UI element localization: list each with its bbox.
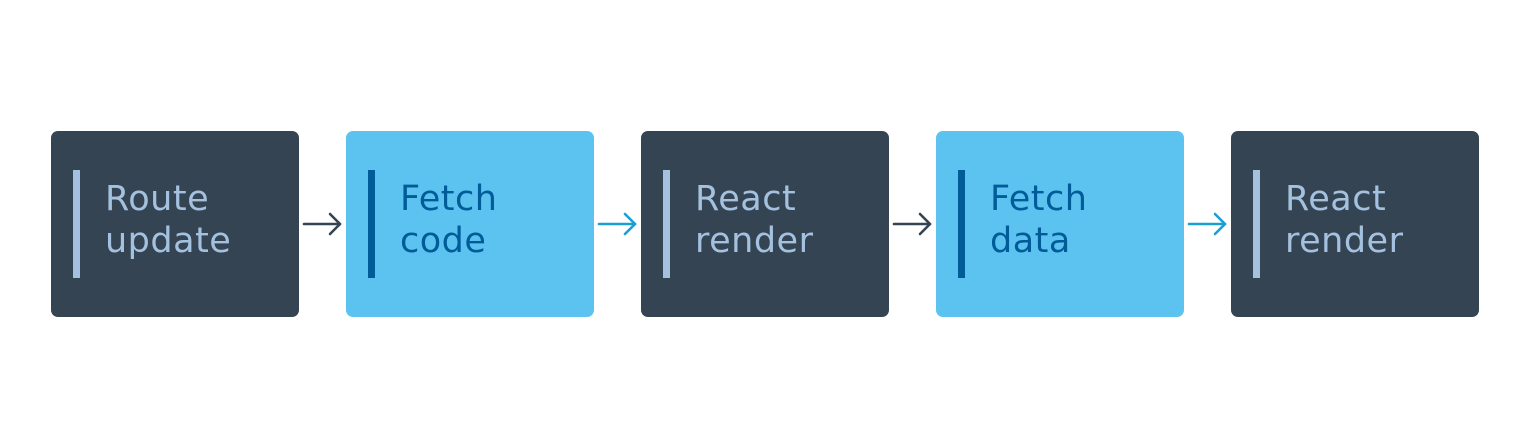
step-accent-bar xyxy=(73,170,80,278)
arrow-right-icon xyxy=(597,212,637,236)
arrow-right-icon xyxy=(1187,212,1227,236)
step-fetch-data: Fetch data xyxy=(936,131,1184,317)
step-label: React render xyxy=(1285,178,1403,262)
step-accent-bar xyxy=(1253,170,1260,278)
step-label: Route update xyxy=(105,178,231,262)
arrow-right-icon xyxy=(892,212,932,236)
step-label-line-1: Fetch xyxy=(990,179,1088,219)
step-label-line-1: React xyxy=(695,179,797,219)
step-label-line-2: render xyxy=(695,221,814,261)
step-label-line-2: render xyxy=(1285,221,1404,261)
step-react-render-final: React render xyxy=(1231,131,1479,317)
step-label-line-2: data xyxy=(990,221,1071,261)
arrow-stroke xyxy=(597,212,637,236)
step-route-update: Route update xyxy=(51,131,299,317)
step-fetch-code: Fetch code xyxy=(346,131,594,317)
arrow-right-icon xyxy=(302,212,342,236)
step-label: Fetch code xyxy=(400,178,497,262)
step-label-line-2: code xyxy=(400,221,487,261)
step-label: Fetch data xyxy=(990,178,1087,262)
step-accent-bar xyxy=(958,170,965,278)
step-label-line-2: update xyxy=(105,221,232,261)
step-react-render: React render xyxy=(641,131,889,317)
arrow-stroke xyxy=(1187,212,1227,236)
step-label-line-1: Route xyxy=(105,179,210,219)
step-label: React render xyxy=(695,178,813,262)
step-accent-bar xyxy=(663,170,670,278)
step-label-line-1: React xyxy=(1285,179,1387,219)
arrow-stroke xyxy=(892,212,932,236)
step-accent-bar xyxy=(368,170,375,278)
arrow-stroke xyxy=(302,212,342,236)
step-label-line-1: Fetch xyxy=(400,179,498,219)
